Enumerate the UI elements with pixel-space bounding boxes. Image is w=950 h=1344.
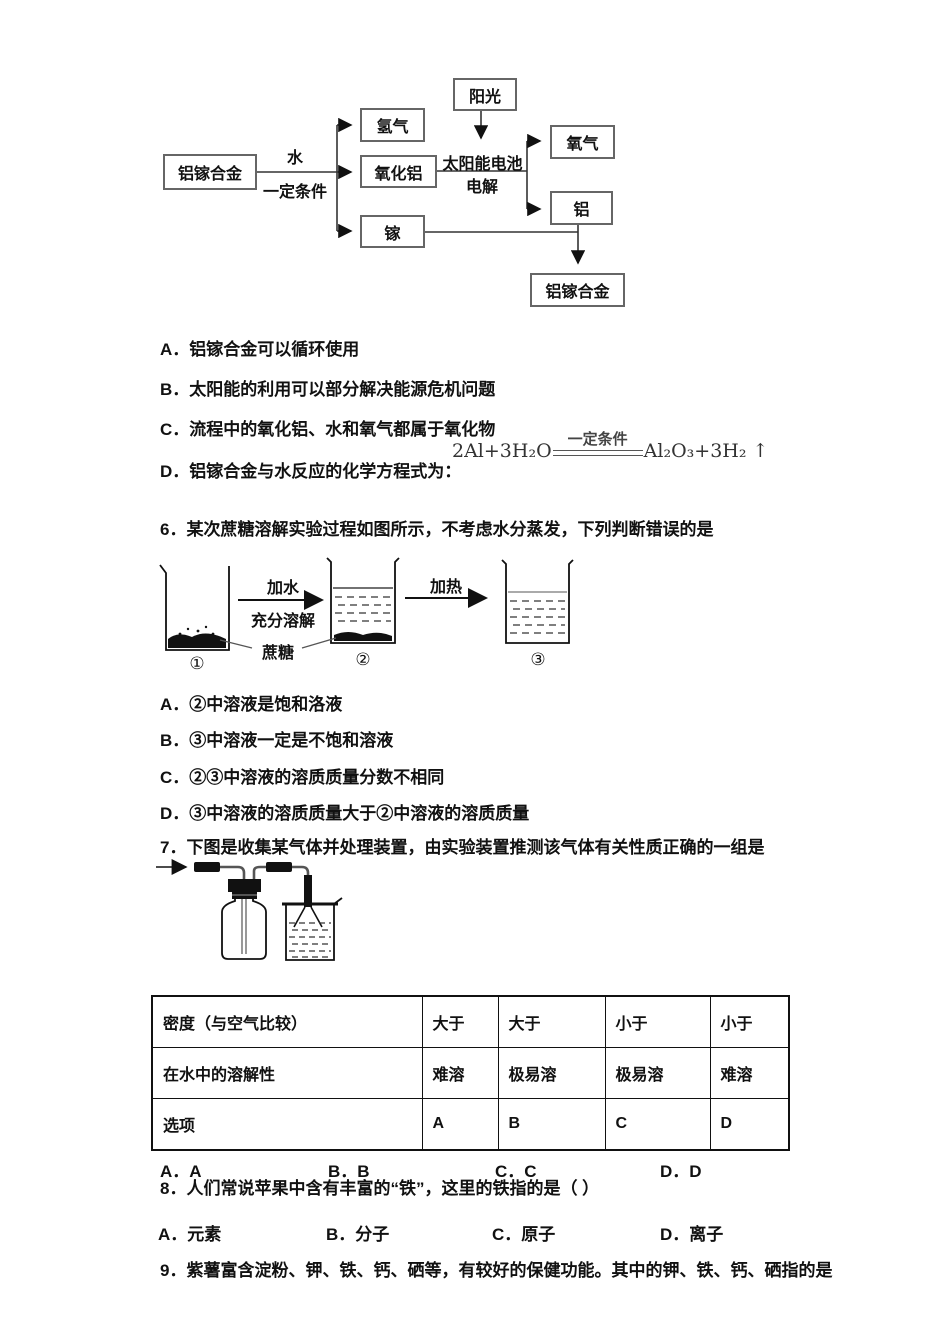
q6-option-b: B．③中溶液一定是不饱和溶液 <box>160 731 394 750</box>
flow-node-alumina: 氧化铝 <box>360 155 437 188</box>
flow-node-sunlight: 阳光 <box>453 78 517 111</box>
table-cell: 小于 <box>709 995 790 1048</box>
beaker-number-1: ① <box>189 654 205 673</box>
table-cell: 极易溶 <box>497 1047 606 1099</box>
flow-edge-label-electrolysis: 电解 <box>465 179 498 196</box>
flow-node-label: 镓 <box>384 225 401 243</box>
flow-lines-layer <box>257 111 586 265</box>
flow-node-oxygen: 氧气 <box>550 125 615 159</box>
q6-beaker-figure: 加水 充分溶解 蔗糖 加热 ① ② ③ <box>150 550 620 685</box>
flow-node-label: 铝 <box>573 202 590 219</box>
table-cell: 难溶 <box>421 1047 499 1099</box>
q7-stem: 7．下图是收集某气体并处理装置，由实验装置推测该气体有关性质正确的一组是 <box>160 838 765 857</box>
flow-node-label: 阳光 <box>468 88 501 106</box>
q8-stem: 8．人们常说苹果中含有丰富的“铁”，这里的铁指的是（ ） <box>160 1179 600 1198</box>
q6-stem: 6．某次蔗糖溶解实验过程如图所示，不考虑水分蒸发，下列判断错误的是 <box>160 520 714 539</box>
table-cell: C <box>604 1098 711 1151</box>
equation-double-line <box>552 450 643 456</box>
beaker-number-3: ③ <box>530 650 546 669</box>
equation-lhs: 2Al+3H₂O <box>452 440 552 462</box>
q8-option-d: D．离子 <box>660 1225 724 1244</box>
q9-stem: 9．紫薯富含淀粉、钾、铁、钙、硒等，有较好的保健功能。其中的钾、铁、钙、硒指的是 <box>160 1261 833 1280</box>
flow-node-label: 氢气 <box>376 119 409 136</box>
table-row-label: 在水中的溶解性 <box>151 1047 423 1099</box>
apparatus-sketch-layer <box>156 859 343 961</box>
q5-option-a: A．铝镓合金可以循环使用 <box>160 340 360 359</box>
beaker-label-sucrose: 蔗糖 <box>261 645 294 662</box>
equation-condition: 一定条件 <box>567 431 628 448</box>
beaker-label-heat: 加热 <box>429 579 462 596</box>
flow-node-label: 氧化铝 <box>374 165 423 183</box>
beaker-label-add-water: 加水 <box>266 580 299 597</box>
table-cell: A <box>421 1098 499 1151</box>
q7-option-a: A．A <box>160 1162 202 1181</box>
table-cell: 难溶 <box>709 1047 790 1099</box>
flow-node-alloy-bottom: 铝镓合金 <box>530 273 625 307</box>
beaker-number-2: ② <box>355 650 371 669</box>
q6-option-a: A．②中溶液是饱和洛液 <box>160 695 343 714</box>
flow-node-alloy-left: 铝镓合金 <box>163 154 257 190</box>
flow-node-label: 铝镓合金 <box>177 166 242 183</box>
q7-apparatus-figure <box>150 855 385 980</box>
table-cell: 小于 <box>604 995 711 1048</box>
q7-option-c: C．C <box>495 1162 537 1181</box>
q7-property-table: 密度（与空气比较） 大于 大于 小于 小于 在水中的溶解性 难溶 极易溶 极易溶… <box>151 995 790 1151</box>
equation-condition-stack: 一定条件 <box>552 431 643 462</box>
flow-node-aluminum: 铝 <box>550 191 613 225</box>
table-cell: 大于 <box>421 995 499 1048</box>
chemical-equation: 2Al+3H₂O 一定条件 Al₂O₃+3H₂ ↑ <box>452 432 768 462</box>
table-cell: D <box>709 1098 790 1151</box>
sugar-pile-1 <box>168 633 226 648</box>
beaker-label-dissolve: 充分溶解 <box>250 613 315 630</box>
equation-rhs: Al₂O₃+3H₂ ↑ <box>643 440 769 462</box>
flow-node-label: 氧气 <box>566 136 599 153</box>
flow-edge-label-solar: 太阳能电池 <box>442 156 523 173</box>
table-cell: 大于 <box>497 995 606 1048</box>
flow-node-label: 铝镓合金 <box>545 284 610 301</box>
table-row: 选项 A B C D <box>151 1098 790 1151</box>
flow-edge-label-water: 水 <box>286 150 303 167</box>
table-row: 在水中的溶解性 难溶 极易溶 极易溶 难溶 <box>151 1047 790 1099</box>
q8-option-b: B．分子 <box>326 1225 390 1244</box>
table-cell: B <box>497 1098 606 1151</box>
q5-option-d: D．铝镓合金与水反应的化学方程式为： <box>160 462 462 481</box>
q7-option-d: D．D <box>660 1162 702 1181</box>
flow-node-hydrogen: 氢气 <box>360 108 425 142</box>
q5-option-c: C．流程中的氧化铝、水和氧气都属于氧化物 <box>160 420 496 439</box>
beaker-sketch-layer <box>159 557 574 651</box>
q8-option-a: A．元素 <box>158 1225 222 1244</box>
table-row-label: 选项 <box>151 1098 423 1151</box>
table-cell: 极易溶 <box>604 1047 711 1099</box>
flow-edge-label-condition: 一定条件 <box>262 184 327 201</box>
table-row: 密度（与空气比较） 大于 大于 小于 小于 <box>151 995 790 1048</box>
q5-flow-diagram: 铝镓合金 氢气 氧化铝 镓 阳光 氧气 铝 铝镓合金 水 一定条件 太阳能电池 … <box>150 70 660 320</box>
q6-option-c: C．②③中溶液的溶质质量分数不相同 <box>160 768 445 787</box>
sugar-pile-2 <box>334 632 392 641</box>
q7-option-b: B．B <box>328 1162 370 1181</box>
q5-option-b: B．太阳能的利用可以部分解决能源危机问题 <box>160 380 496 399</box>
table-row-label: 密度（与空气比较） <box>151 995 423 1048</box>
q6-option-d: D．③中溶液的溶质质量大于②中溶液的溶质质量 <box>160 804 530 823</box>
q8-option-c: C．原子 <box>492 1225 556 1244</box>
flow-node-gallium: 镓 <box>360 215 425 248</box>
